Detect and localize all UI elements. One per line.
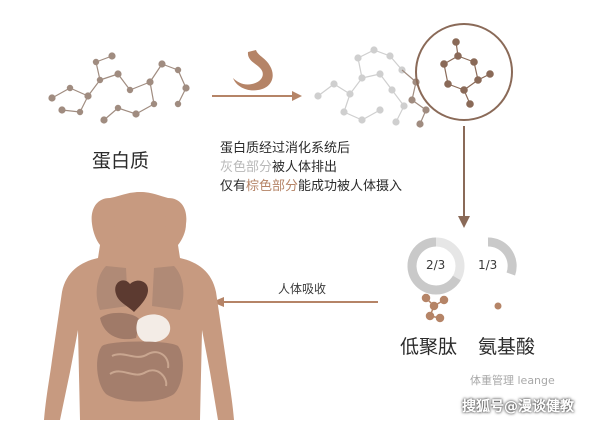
absorb-label: 人体吸收 [278, 282, 327, 296]
amino-dot-icon [494, 302, 502, 310]
wechat-watermark: 体重管理 leange [470, 374, 555, 387]
source-watermark: 搜狐号@漫谈健教 [462, 399, 574, 415]
protein-label: 蛋白质 [92, 150, 150, 172]
digest-arrow [212, 91, 302, 101]
digestion-description: 蛋白质经过消化系统后 灰色部分被人体排出 仅有棕色部分能成功被人体摄入 [220, 139, 402, 196]
digested-molecule [314, 38, 494, 128]
peptide-label: 低聚肽 [400, 336, 458, 358]
fraction-amino-label: 1/3 [478, 258, 498, 272]
description-line-3-rest: 能成功被人体摄入 [298, 179, 403, 194]
down-arrow [458, 126, 470, 228]
highlight-circle [415, 23, 513, 121]
absorb-arrow [212, 297, 378, 307]
brown-part-highlight: 棕色部分 [246, 179, 299, 194]
description-line-2-rest: 被人体排出 [272, 160, 338, 175]
description-line-2: 灰色部分被人体排出 [220, 158, 402, 177]
peptide-molecule-icon [421, 293, 449, 323]
stomach-icon [233, 50, 273, 91]
gray-part-highlight: 灰色部分 [220, 160, 273, 175]
description-line-1: 蛋白质经过消化系统后 [220, 141, 351, 156]
human-body-figure [44, 192, 234, 420]
heart-icon [115, 280, 148, 312]
protein-molecule [48, 52, 190, 124]
amino-acid-label: 氨基酸 [478, 336, 536, 358]
fraction-ring-amino [487, 237, 517, 276]
fraction-ring-peptide [407, 237, 465, 295]
description-line-3-prefix: 仅有 [220, 179, 247, 194]
description-line-3: 仅有棕色部分能成功被人体摄入 [220, 177, 402, 196]
fraction-peptide-label: 2/3 [426, 258, 446, 272]
